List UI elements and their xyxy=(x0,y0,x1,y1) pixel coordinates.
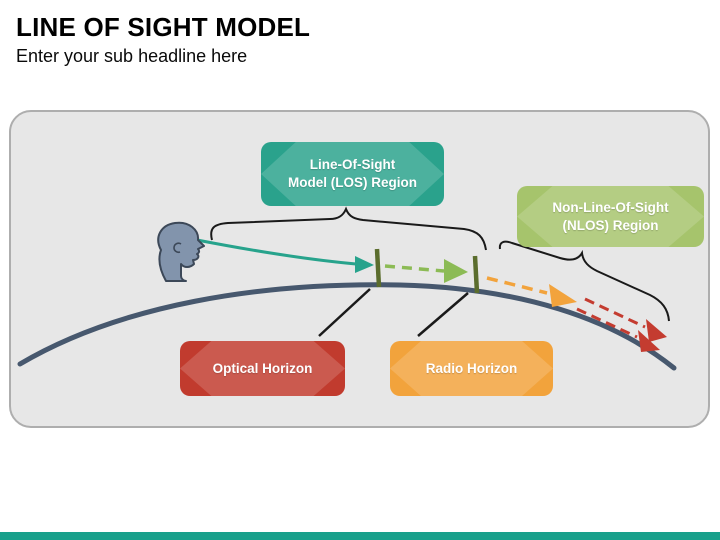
badge-shine xyxy=(517,186,704,247)
optical-horizon-tick xyxy=(374,248,382,288)
radio-horizon-label: Radio Horizon xyxy=(425,360,518,376)
los-region-brace xyxy=(210,206,487,251)
blocked-arrowhead-upper xyxy=(646,319,667,342)
radio-los-arrow xyxy=(384,264,445,273)
nlos-region-label: Non-Line-Of-Sight (NLOS) Region xyxy=(552,199,668,234)
line-of-sight-diagram xyxy=(17,206,677,371)
horizon-curve xyxy=(17,282,677,371)
los-region-label: Line-Of-Sight Model (LOS) Region xyxy=(288,156,417,191)
footer-accent-bar xyxy=(0,532,720,540)
page-subtitle: Enter your sub headline here xyxy=(16,46,248,66)
pointer-line-optical xyxy=(318,288,371,337)
line-of-sight-arrowhead xyxy=(355,256,374,273)
nlos-region-badge: Non-Line-Of-Sight (NLOS) Region xyxy=(517,186,704,247)
los-region-label-line1: Line-Of-Sight xyxy=(309,157,396,173)
badge-shine xyxy=(180,341,345,396)
optical-horizon-badge: Optical Horizon xyxy=(180,341,345,396)
badge-shine xyxy=(261,142,444,206)
nlos-region-label-line1: Non-Line-Of-Sight xyxy=(552,199,669,215)
nlos-region-brace xyxy=(498,240,670,322)
radio-horizon-badge: Radio Horizon xyxy=(390,341,553,396)
diffracted-arrowhead xyxy=(549,284,577,307)
los-region-badge: Line-Of-Sight Model (LOS) Region xyxy=(261,142,444,206)
blocked-arrow-upper xyxy=(584,297,646,329)
radio-los-arrowhead xyxy=(444,259,468,283)
pointer-line-radio xyxy=(417,292,469,337)
observer-ear-icon xyxy=(173,242,182,254)
radio-horizon-tick xyxy=(472,255,480,294)
observer-head xyxy=(157,221,205,282)
nlos-region-label-line2: (NLOS) Region xyxy=(562,217,659,233)
line-of-sight-arrow xyxy=(196,238,357,266)
badge-shine xyxy=(390,341,553,396)
page-title: LINE OF SIGHT MODEL xyxy=(16,12,311,42)
blocked-arrow-lower xyxy=(576,307,638,339)
optical-horizon-label: Optical Horizon xyxy=(212,360,313,376)
los-region-label-line2: Model (LOS) Region xyxy=(288,175,417,190)
blocked-arrowhead-lower xyxy=(638,330,660,352)
diffracted-arrow xyxy=(486,276,548,295)
